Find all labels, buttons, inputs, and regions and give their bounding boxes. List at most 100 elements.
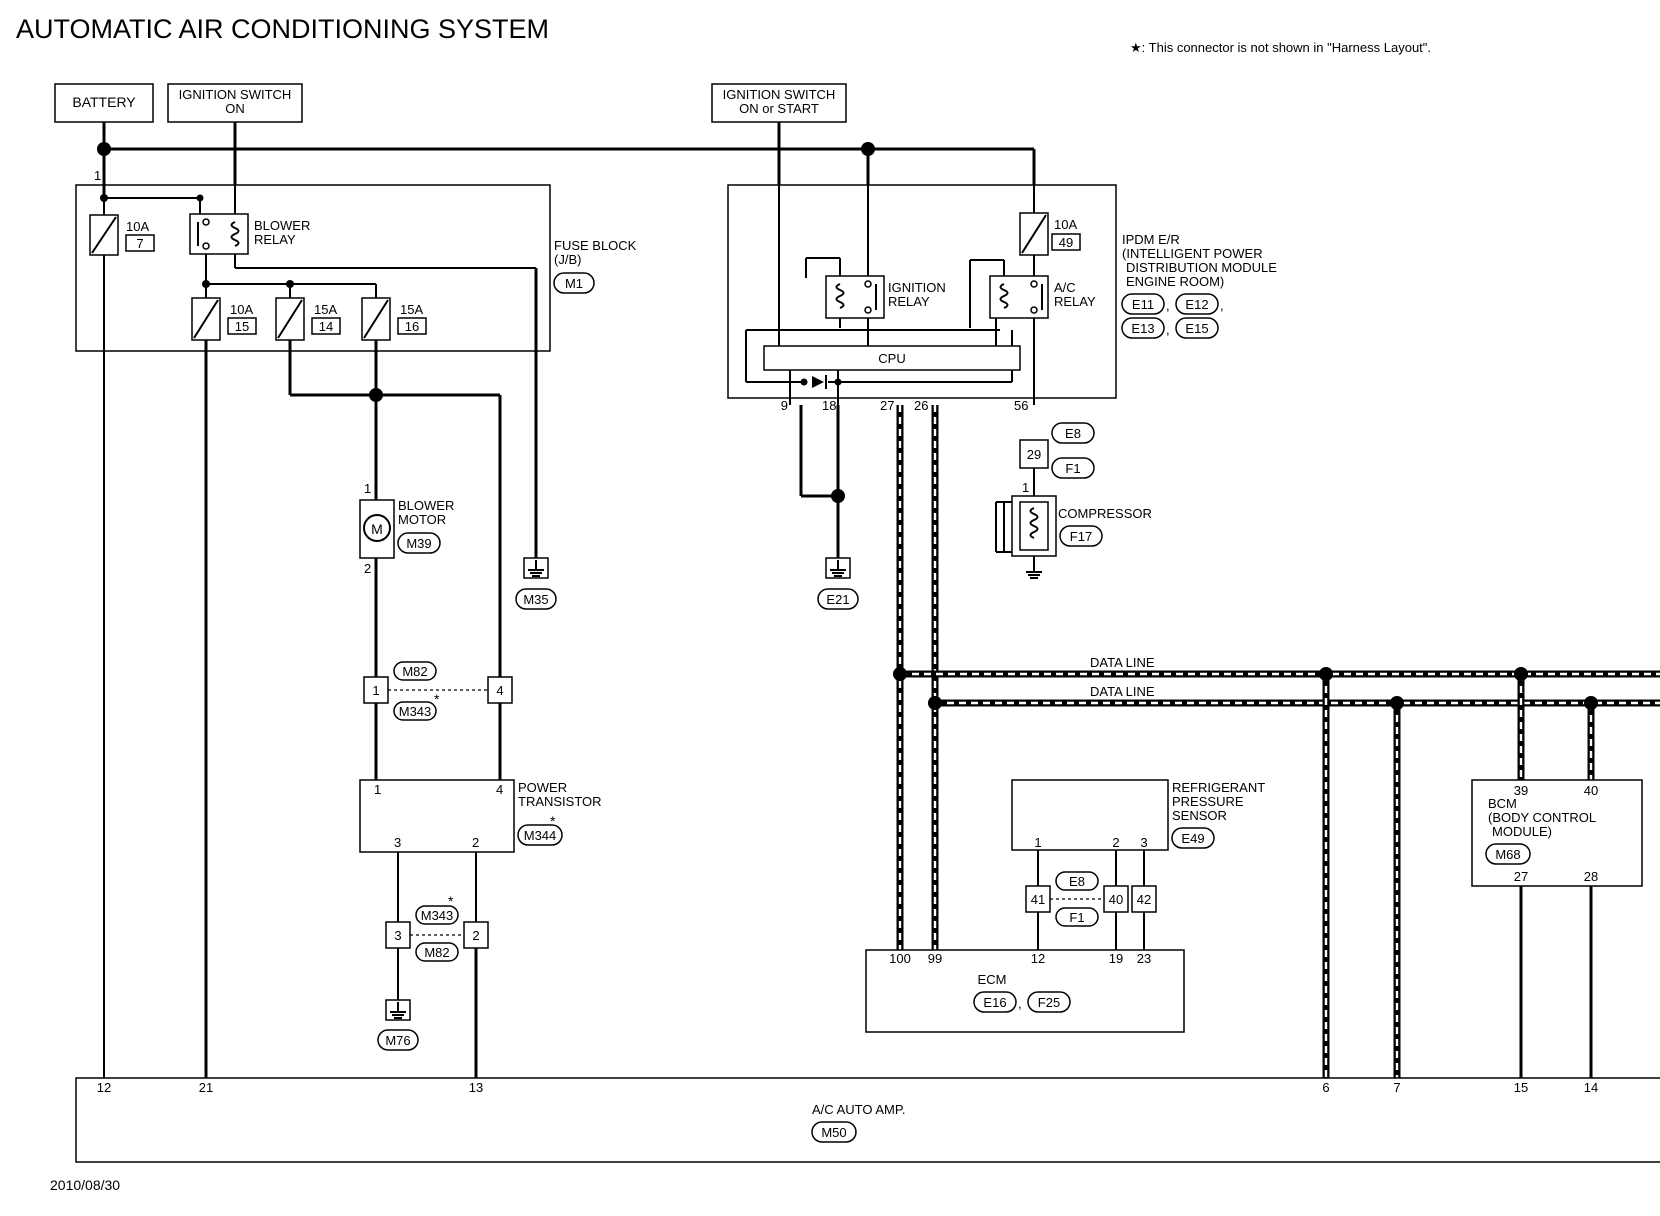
svg-text:POWER: POWER <box>518 780 567 795</box>
svg-text:IPDM E/R: IPDM E/R <box>1122 232 1180 247</box>
svg-text:M39: M39 <box>406 536 431 551</box>
svg-text:15A: 15A <box>400 302 423 317</box>
svg-text:15: 15 <box>1514 1080 1528 1095</box>
ac-relay: A/C RELAY <box>989 275 1096 319</box>
ignition-switch-on-source: IGNITION SWITCH ON <box>167 83 303 123</box>
data-line-wiring: DATA LINE DATA LINE <box>893 405 1660 1078</box>
svg-text:ON or START: ON or START <box>739 101 819 116</box>
svg-text:F25: F25 <box>1038 995 1060 1010</box>
svg-text:28: 28 <box>1584 869 1598 884</box>
fuse-7: 10A 7 <box>89 214 155 256</box>
svg-text:ON: ON <box>225 101 245 116</box>
diagram-date: 2010/08/30 <box>50 1177 120 1193</box>
power-bus <box>97 122 1036 195</box>
svg-text:CPU: CPU <box>878 351 905 366</box>
ground-e21-wiring <box>799 405 845 560</box>
ground-m35: M35 <box>515 557 557 610</box>
svg-text:F17: F17 <box>1070 529 1092 544</box>
svg-text:DISTRIBUTION MODULE: DISTRIBUTION MODULE <box>1126 260 1277 275</box>
svg-text:E8: E8 <box>1065 426 1081 441</box>
svg-text:6: 6 <box>1322 1080 1329 1095</box>
svg-text:99: 99 <box>928 951 942 966</box>
svg-text:3: 3 <box>394 928 401 943</box>
svg-text:1: 1 <box>364 481 371 496</box>
svg-text:2: 2 <box>364 561 371 576</box>
power-transistor: 1 4 3 2 POWER TRANSISTOR * M344 <box>359 779 602 853</box>
svg-text:23: 23 <box>1137 951 1151 966</box>
svg-text:10A: 10A <box>1054 217 1077 232</box>
refrigerant-pressure-sensor: REFRIGERANT PRESSURE SENSOR E49 1 2 3 <box>1011 779 1265 851</box>
refrigerant-sensor-wiring <box>1037 850 1145 950</box>
svg-text:(J/B): (J/B) <box>554 252 581 267</box>
fuse-block: 1 FUSE BLOCK (J/B) M1 <box>75 168 637 352</box>
compressor-joint-connector: 29 E8 F1 1 <box>1019 422 1095 496</box>
svg-text:F1: F1 <box>1069 910 1084 925</box>
ipdm-er: IPDM E/R (INTELLIGENT POWER DISTRIBUTION… <box>727 184 1277 399</box>
bcm-output-wiring <box>1519 886 1593 1078</box>
svg-text:27: 27 <box>1514 869 1528 884</box>
svg-text:14: 14 <box>319 319 333 334</box>
svg-text:M35: M35 <box>523 592 548 607</box>
svg-text:12: 12 <box>97 1080 111 1095</box>
svg-text:100: 100 <box>889 951 911 966</box>
svg-text:,: , <box>1220 298 1224 313</box>
svg-text:RELAY: RELAY <box>888 294 930 309</box>
svg-text:29: 29 <box>1027 447 1041 462</box>
svg-text:4: 4 <box>496 782 503 797</box>
harness-note: ★: This connector is not shown in "Harne… <box>1130 40 1431 55</box>
svg-text:39: 39 <box>1514 783 1528 798</box>
ipdm-fuse-49: 10A 49 <box>1019 212 1081 256</box>
svg-text:1: 1 <box>1022 480 1029 495</box>
svg-text:M1: M1 <box>565 276 583 291</box>
svg-text:E11: E11 <box>1132 297 1154 312</box>
svg-text:56: 56 <box>1014 398 1028 413</box>
svg-text:E13: E13 <box>1131 321 1154 336</box>
svg-text:BLOWER: BLOWER <box>254 218 310 233</box>
svg-text:18: 18 <box>822 398 836 413</box>
svg-text:COMPRESSOR: COMPRESSOR <box>1058 506 1152 521</box>
svg-text:7: 7 <box>1393 1080 1400 1095</box>
svg-text:2: 2 <box>472 835 479 850</box>
svg-text:21: 21 <box>199 1080 213 1095</box>
svg-text:15: 15 <box>235 319 249 334</box>
ignition-relay: IGNITION RELAY <box>825 275 946 319</box>
svg-text:FUSE BLOCK: FUSE BLOCK <box>554 238 637 253</box>
svg-text:M343: M343 <box>421 908 454 923</box>
svg-text:RELAY: RELAY <box>254 232 296 247</box>
power-transistor-output-wiring <box>397 852 478 1078</box>
svg-text:PRESSURE: PRESSURE <box>1172 794 1244 809</box>
svg-text:15A: 15A <box>314 302 337 317</box>
svg-text:(INTELLIGENT POWER: (INTELLIGENT POWER <box>1122 246 1263 261</box>
svg-text:M82: M82 <box>402 664 427 679</box>
svg-text:1: 1 <box>94 168 101 183</box>
svg-text:,: , <box>1166 298 1170 313</box>
svg-text:40: 40 <box>1584 783 1598 798</box>
svg-text:E8: E8 <box>1069 874 1085 889</box>
svg-text:10A: 10A <box>230 302 253 317</box>
svg-text:42: 42 <box>1137 892 1151 907</box>
svg-text:IGNITION: IGNITION <box>888 280 946 295</box>
battery-source: BATTERY <box>54 83 154 123</box>
svg-text:ENGINE ROOM): ENGINE ROOM) <box>1126 274 1224 289</box>
svg-text:19: 19 <box>1109 951 1123 966</box>
svg-text:2: 2 <box>1112 835 1119 850</box>
svg-text:E15: E15 <box>1185 321 1208 336</box>
svg-text:ECM: ECM <box>978 972 1007 987</box>
svg-text:IGNITION SWITCH: IGNITION SWITCH <box>723 87 836 102</box>
svg-text:26: 26 <box>914 398 928 413</box>
fuse-output-wiring <box>204 340 502 1078</box>
svg-text:7: 7 <box>136 236 143 251</box>
svg-text:1: 1 <box>372 683 379 698</box>
svg-text:41: 41 <box>1031 892 1045 907</box>
fuse-15: 10A 15 <box>191 297 257 341</box>
svg-text:REFRIGERANT: REFRIGERANT <box>1172 780 1265 795</box>
svg-text:13: 13 <box>469 1080 483 1095</box>
svg-text:E49: E49 <box>1181 831 1204 846</box>
fuse-block-internal-wiring <box>100 185 538 1078</box>
svg-text:1: 1 <box>1034 835 1041 850</box>
diagram-title: AUTOMATIC AIR CONDITIONING SYSTEM <box>16 14 549 44</box>
data-line-label-2: DATA LINE <box>1090 684 1155 699</box>
compressor: COMPRESSOR F17 <box>995 495 1152 579</box>
svg-text:M68: M68 <box>1495 847 1520 862</box>
